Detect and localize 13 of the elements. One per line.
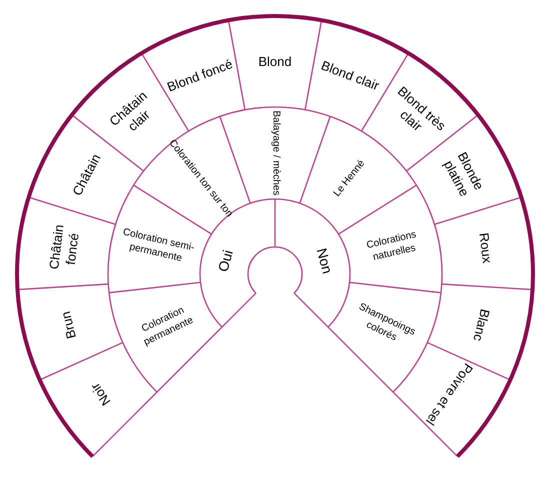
segment-label: Coloration semi-permanente: [120, 226, 196, 266]
segment-label: Châtain foncé: [44, 223, 82, 273]
segment-label: Blond foncé: [164, 56, 235, 96]
segment-label: Noir: [87, 380, 114, 409]
segment-label: Brun: [58, 309, 80, 340]
segment-label: Non: [312, 246, 336, 276]
segment-label: Blond clair: [318, 57, 382, 94]
segment-label: Balayage / mèches: [269, 110, 282, 196]
segment-label: Oui: [214, 248, 237, 274]
segment-label: Roux: [476, 232, 496, 264]
segment-label: Colorations naturelles: [364, 228, 418, 265]
segment-label: Blond: [258, 54, 292, 70]
segment-label: Blanc: [469, 307, 493, 342]
